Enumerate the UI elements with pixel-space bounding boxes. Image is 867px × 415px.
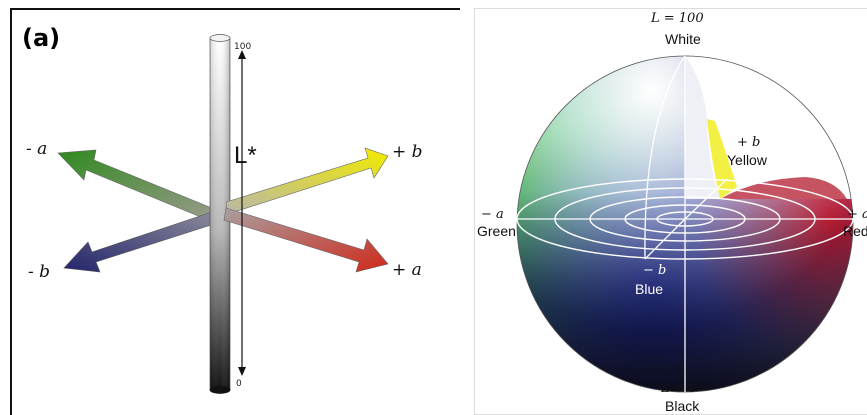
minus-b-sphere-label: − b xyxy=(643,263,667,278)
minus-a-arrow xyxy=(57,149,213,221)
plus-b-arrow xyxy=(225,147,389,215)
black-label: Black xyxy=(665,398,700,414)
lab-axes-graphic xyxy=(57,34,389,394)
green-label: Green xyxy=(477,223,516,239)
minus-a-label: - a xyxy=(26,139,48,159)
color-sphere-graphic xyxy=(516,55,854,393)
white-label: White xyxy=(665,31,701,47)
sphere-axes xyxy=(517,55,853,392)
plus-a-label: + a xyxy=(392,260,422,280)
minus-a-sphere-label: − a xyxy=(481,207,504,222)
blue-label: Blue xyxy=(635,281,664,297)
yellow-label: Yellow xyxy=(727,152,767,168)
l-scale-arrow xyxy=(238,50,246,376)
tick-100-label: 100 xyxy=(234,42,252,52)
plus-a-arrow xyxy=(223,207,389,273)
plus-a-sphere-label: + a xyxy=(847,207,867,222)
sphere-body xyxy=(517,56,853,392)
plus-b-label: + b xyxy=(392,142,423,162)
minus-b-label: - b xyxy=(28,262,51,282)
l-axis-bar xyxy=(209,34,231,394)
plus-b-sphere-label: + b xyxy=(737,135,761,150)
panel-b-color-sphere: L = 100 White + b Yellow − a Green + a R… xyxy=(474,8,867,415)
panel-label-a: (a) xyxy=(22,24,61,52)
panel-a-lab-axes: (a) L* 100 0 - a + b - b + a xyxy=(10,8,460,415)
tick-0-label: 0 xyxy=(236,379,242,389)
l0-label: L = 0 xyxy=(661,381,698,396)
minus-b-arrow xyxy=(63,211,215,273)
l-star-label: L* xyxy=(234,142,257,169)
red-label: Red xyxy=(843,223,867,239)
l100-label: L = 100 xyxy=(651,11,704,26)
